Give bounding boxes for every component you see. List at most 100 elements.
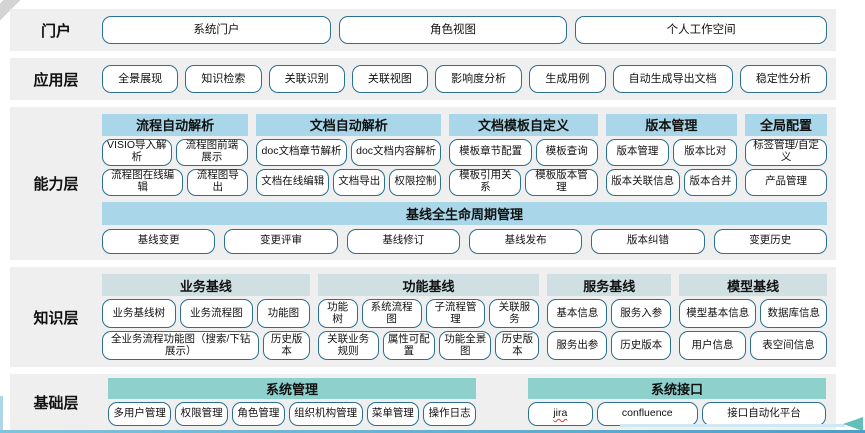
- diagram-box: 历史版本: [495, 331, 540, 360]
- diagram-box: 关联识别: [268, 65, 345, 93]
- diagram-group: 功能基线功能树系统流程图子流程管理关联服务关联业务规则属性可配置功能全景图历史版…: [317, 274, 540, 360]
- diagram-box: 个人工作空间: [575, 16, 828, 44]
- layer-band-portal: 门户 系统门户角色视图个人工作空间: [10, 9, 836, 51]
- diagram-box: 权限管理: [175, 402, 228, 426]
- left-edge-decoration: [0, 396, 3, 430]
- diagram-box: jira: [528, 402, 593, 426]
- button-row: 全业务流程功能图（搜索/下钻展示）历史版本: [102, 331, 310, 360]
- diagram-box: doc文档章节解析: [256, 138, 347, 166]
- layer-band-knowledge: 知识层业务基线业务基线树业务流程图功能图全业务流程功能图（搜索/下钻展示）历史版…: [10, 267, 836, 367]
- diagram-group: 服务基线基本信息服务入参服务出参历史版本: [547, 274, 672, 360]
- diagram-box: 业务流程图: [179, 299, 254, 328]
- layer-label-foundation: 基础层: [33, 394, 79, 412]
- diagram-box: 流程图在线编辑: [102, 168, 184, 196]
- diagram-group: 业务基线业务基线树业务流程图功能图全业务流程功能图（搜索/下钻展示）历史版本: [102, 274, 310, 360]
- left-arrow-icon: [843, 417, 863, 431]
- diagram-box: 系统流程图: [361, 299, 422, 328]
- button-row: 全景展现知识检索关联识别关联视图影响度分析生成用例自动生成导出文档稳定性分析: [102, 65, 827, 93]
- diagram-box: 版本比对: [673, 138, 738, 166]
- diagram-box: 表空间信息: [749, 331, 828, 360]
- button-row: 模型基本信息数据库信息: [679, 299, 828, 328]
- button-row: 服务出参历史版本: [547, 331, 672, 360]
- diagram-box: 服务出参: [547, 331, 608, 360]
- diagram-box: 基线发布: [468, 228, 583, 254]
- group-row: 业务基线业务基线树业务流程图功能图全业务流程功能图（搜索/下钻展示）历史版本功能…: [102, 274, 828, 360]
- button-row: 模板引用关系模板版本管理: [449, 168, 598, 196]
- diagram-box: doc文档内容解析: [350, 138, 442, 166]
- baseline-section: 基线全生命周期管理基线变更变更评审基线修订基线发布版本纠错变更历史: [102, 201, 827, 254]
- diagram-box: 变更评审: [224, 228, 338, 254]
- button-row: VISIO导入解析流程图前端展示: [102, 138, 249, 166]
- diagram-box: 功能树: [317, 299, 358, 328]
- diagram-box: 基线变更: [102, 228, 216, 254]
- layer-bands: 门户 系统门户角色视图个人工作空间应用层 全景展现知识检索关联识别关联视图影响度分析…: [0, 9, 865, 433]
- group-header: 版本管理: [605, 113, 738, 136]
- button-row: 文档在线编辑文档导出权限控制: [256, 168, 442, 196]
- diagram-box: 关联服务: [489, 299, 540, 328]
- diagram-box: 流程图导出: [187, 168, 249, 196]
- diagram-box: 服务入参: [611, 299, 672, 328]
- diagram-box: 功能全景图: [439, 331, 492, 360]
- diagram-box: 变更历史: [713, 228, 827, 254]
- baseline-header: 基线全生命周期管理: [102, 201, 827, 225]
- diagram-box: 全景展现: [102, 65, 179, 93]
- diagram-group: 文档模板自定义模板章节配置模板查询模板引用关系模板版本管理: [449, 113, 598, 196]
- diagram-box: 角色视图: [338, 16, 568, 44]
- diagram-box: 模板引用关系: [449, 168, 522, 196]
- group-header: 系统管理: [108, 378, 476, 399]
- diagram-box: 角色管理: [232, 402, 285, 426]
- button-row: 用户信息表空间信息: [679, 331, 828, 360]
- diagram-box: 历史版本: [263, 331, 310, 360]
- group-header: 文档模板自定义: [449, 113, 598, 136]
- diagram-box: 权限控制: [389, 168, 442, 196]
- group-header: 系统接口: [528, 378, 826, 399]
- diagram-box: 全业务流程功能图（搜索/下钻展示）: [102, 331, 260, 360]
- diagram-box: 知识检索: [185, 65, 262, 93]
- button-row: 模板章节配置模板查询: [449, 138, 598, 166]
- diagram-box: confluence: [596, 402, 698, 426]
- group-header: 流程自动解析: [102, 113, 249, 136]
- diagram-box: 版本纠错: [591, 228, 705, 254]
- layer-content-portal: 系统门户角色视图个人工作空间: [102, 9, 836, 51]
- layer-band-application: 应用层 全景展现知识检索关联识别关联视图影响度分析生成用例自动生成导出文档稳定性分…: [10, 58, 836, 100]
- diagram-box: 组织机构管理: [288, 402, 363, 426]
- arrow-line: [620, 424, 845, 427]
- diagram-box: 模板查询: [535, 138, 598, 166]
- button-row: 业务基线树业务流程图功能图: [102, 299, 310, 328]
- diagram-box: 版本合并: [683, 168, 738, 196]
- diagram-box: 标签管理/自定义: [745, 138, 827, 166]
- diagram-box: 菜单管理: [366, 402, 420, 426]
- diagram-box: 关联业务规则: [317, 331, 379, 360]
- button-row: 产品管理: [745, 168, 827, 196]
- diagram-box: 子流程管理: [425, 299, 486, 328]
- diagram-box: 接口自动化平台: [701, 402, 826, 426]
- layer-label-portal: 门户: [40, 22, 71, 40]
- diagram-box: 功能图: [257, 299, 310, 328]
- diagram-box: 版本管理: [605, 138, 670, 166]
- button-row: 版本管理版本比对: [605, 138, 738, 166]
- button-row: 流程图在线编辑流程图导出: [102, 168, 249, 196]
- diagram-box: 流程图前端展示: [175, 138, 249, 166]
- layer-content-knowledge: 业务基线业务基线树业务流程图功能图全业务流程功能图（搜索/下钻展示）历史版本功能…: [102, 267, 836, 367]
- group-header: 文档自动解析: [256, 113, 442, 136]
- diagram-box: 产品管理: [745, 168, 827, 196]
- diagram-box: 操作日志: [423, 402, 476, 426]
- diagram-box: 文档在线编辑: [256, 168, 330, 196]
- diagram-box: 模型基本信息: [679, 299, 757, 328]
- diagram-box: 模板章节配置: [449, 138, 532, 166]
- group-header: 服务基线: [547, 274, 672, 296]
- button-row: 基本信息服务入参: [547, 299, 672, 328]
- group-header: 模型基线: [679, 274, 828, 296]
- button-row: 系统门户角色视图个人工作空间: [102, 16, 828, 44]
- diagram-box: 生成用例: [529, 65, 606, 93]
- layer-label-application: 应用层: [33, 71, 79, 89]
